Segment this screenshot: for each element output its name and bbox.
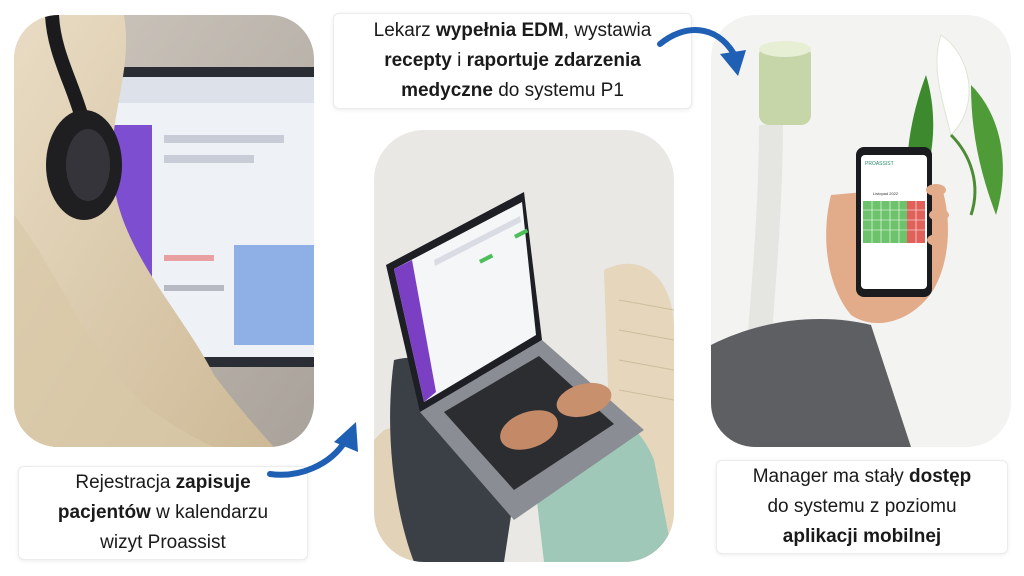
caption-manager: Manager ma stały dostęp do systemu z poz… [716, 460, 1008, 554]
curved-arrow-icon [264, 416, 364, 488]
caption-manager-line1: Manager ma stały dostęp [752, 466, 972, 487]
photo-laptop [374, 130, 674, 562]
photo-mobile: PROASSIST Listopad 2022 [711, 15, 1011, 447]
caption-doctor-line1: Lekarz wypełnia EDM, wystawia [373, 20, 652, 41]
caption-doctor-line3: medyczne do systemu P1 [401, 80, 624, 101]
caption-doctor-line2: recepty i raportuje zdarzenia [384, 50, 641, 71]
caption-registration-line1: Rejestracja zapisuje [75, 472, 251, 493]
caption-registration-line3: wizyt Proassist [100, 532, 226, 553]
caption-doctor: Lekarz wypełnia EDM, wystawia recepty i … [333, 13, 692, 109]
caption-registration-line2: pacjentów w kalendarzu [57, 502, 269, 523]
caption-manager-line2: do systemu z poziomu [767, 496, 957, 517]
caption-registration: Rejestracja zapisuje pacjentów w kalenda… [18, 466, 308, 560]
phone-brand: PROASSIST [865, 161, 894, 167]
phone-month: Listopad 2022 [873, 191, 899, 196]
photo-receptionist [14, 15, 314, 447]
phone-calendar [863, 201, 925, 243]
curved-arrow-icon [654, 20, 754, 92]
caption-manager-line3: aplikacji mobilnej [782, 526, 942, 547]
